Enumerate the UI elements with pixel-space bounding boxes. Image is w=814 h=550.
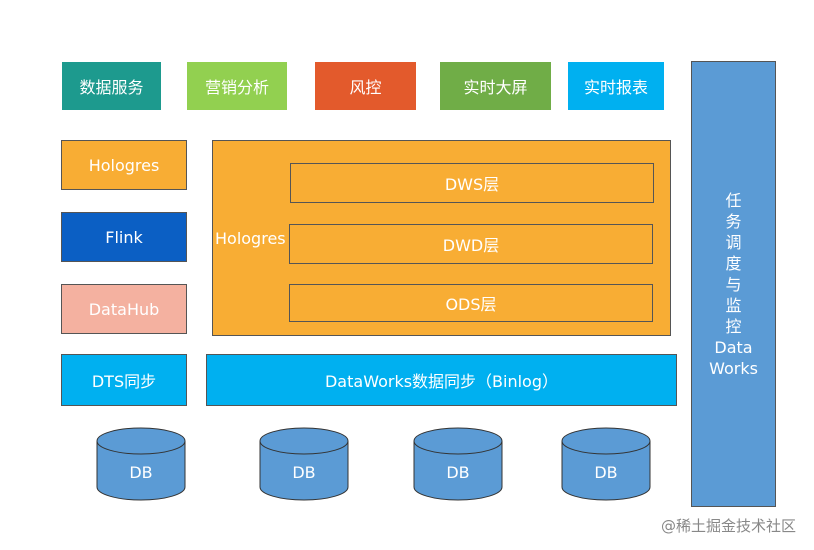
left-box-label: DataHub	[88, 299, 160, 319]
left-box-flink: Flink	[61, 212, 187, 262]
hologres-group-label: Hologres	[215, 228, 286, 248]
database-label: DB	[446, 463, 470, 482]
top-box-realtime-report: 实时报表	[568, 62, 664, 110]
top-box-label: 实时报表	[583, 78, 648, 97]
left-box-dts-sync: DTS同步	[61, 354, 187, 406]
database-icon	[561, 427, 651, 501]
layer-label: ODS层	[445, 295, 497, 314]
top-box-label: 营销分析	[204, 78, 269, 97]
layer-dwd: DWD层	[289, 224, 653, 264]
dataworks-scheduling-column: 任 务 调 度 与 监 控 Data Works	[691, 61, 776, 507]
layer-ods: ODS层	[289, 284, 653, 322]
top-box-label: 实时大屏	[463, 78, 528, 97]
database-label: DB	[594, 463, 618, 482]
layer-label: DWD层	[442, 236, 500, 255]
vertical-char: 度	[725, 253, 742, 273]
database-label: DB	[292, 463, 316, 482]
vertical-word: Works	[709, 358, 758, 378]
database-cylinder: DB	[561, 427, 651, 501]
vertical-char: 调	[725, 232, 742, 252]
vertical-char: 务	[725, 211, 742, 231]
top-box-label: 数据服务	[79, 78, 144, 97]
top-box-data-service: 数据服务	[62, 62, 161, 110]
watermark: @稀土掘金技术社区	[660, 517, 796, 535]
vertical-char: 控	[725, 316, 742, 336]
left-box-label: DTS同步	[91, 372, 157, 391]
database-icon	[413, 427, 503, 501]
database-icon	[259, 427, 349, 501]
database-icon	[96, 427, 186, 501]
left-box-hologres: Hologres	[61, 140, 187, 190]
layer-dws: DWS层	[290, 163, 654, 203]
top-box-realtime-screen: 实时大屏	[440, 62, 551, 110]
vertical-word: Data	[714, 337, 753, 357]
vertical-char: 监	[725, 295, 742, 315]
top-box-label: 风控	[349, 78, 382, 97]
database-cylinder: DB	[259, 427, 349, 501]
left-box-datahub: DataHub	[61, 284, 187, 334]
top-box-risk-control: 风控	[315, 62, 416, 110]
database-cylinder: DB	[96, 427, 186, 501]
vertical-char: 任	[725, 190, 742, 210]
left-box-label: Hologres	[88, 155, 160, 175]
vertical-char: 与	[725, 274, 742, 294]
dataworks-sync-bar: DataWorks数据同步（Binlog）	[206, 354, 677, 406]
sync-bar-label: DataWorks数据同步（Binlog）	[324, 372, 558, 391]
top-box-marketing-analysis: 营销分析	[187, 62, 287, 110]
database-label: DB	[129, 463, 153, 482]
vertical-label: 任 务 调 度 与 监 控 Data Works	[709, 190, 758, 379]
database-cylinder: DB	[413, 427, 503, 501]
left-box-label: Flink	[105, 227, 143, 247]
layer-label: DWS层	[444, 175, 500, 194]
